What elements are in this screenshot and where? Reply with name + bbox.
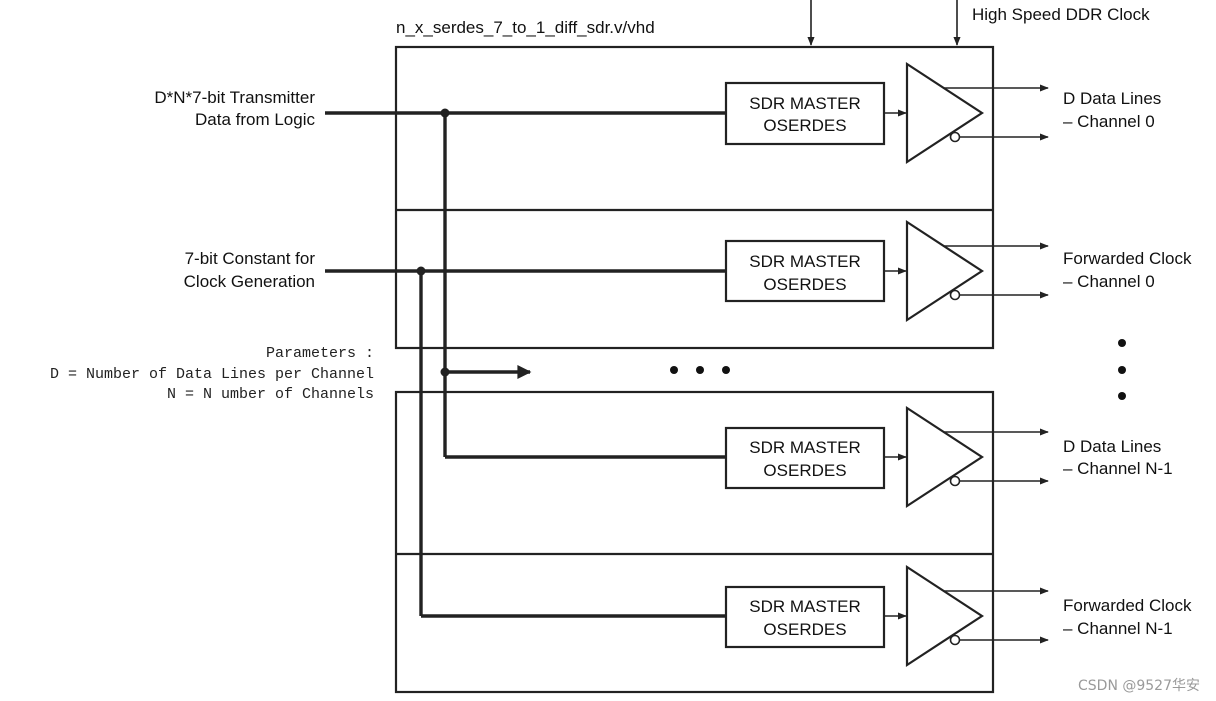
clock-input-label: High Speed DDR Clock <box>972 5 1150 24</box>
oserdes-block-clock-chn: SDR MASTER OSERDES Forwarded Clock – Cha… <box>724 564 1192 668</box>
oserdes-block-clock-ch0: SDR MASTER OSERDES Forwarded Clock – Cha… <box>724 219 1192 323</box>
parameters-heading: Parameters : <box>266 345 374 362</box>
oserdes-label-2: OSERDES <box>763 461 846 480</box>
output-label-1: D Data Lines <box>1063 89 1161 108</box>
vertical-ellipsis <box>1118 339 1126 400</box>
const-input-label-1: 7-bit Constant for <box>185 249 316 268</box>
parameter-d: D = Number of Data Lines per Channel <box>50 366 374 383</box>
watermark: CSDN @9527华安 <box>1078 678 1200 694</box>
oserdes-box <box>724 81 886 146</box>
parameter-n: N = N umber of Channels <box>167 386 374 403</box>
oserdes-box <box>724 426 886 490</box>
oserdes-label-1: SDR MASTER <box>749 252 860 271</box>
output-label-1: D Data Lines <box>1063 437 1161 456</box>
oserdes-label-1: SDR MASTER <box>749 94 860 113</box>
oserdes-label-2: OSERDES <box>763 116 846 135</box>
oserdes-label-1: SDR MASTER <box>749 597 860 616</box>
output-label-2: – Channel N-1 <box>1063 619 1173 638</box>
module-box-top <box>394 45 995 350</box>
const-input-label-2: Clock Generation <box>184 272 315 291</box>
junction-dot-data <box>440 108 450 118</box>
oserdes-block-data-ch0: SDR MASTER OSERDES D Data Lines – Channe… <box>724 61 1161 165</box>
output-label-2: – Channel N-1 <box>1063 459 1173 478</box>
junction-dot-const <box>416 266 426 276</box>
module-title: n_x_serdes_7_to_1_diff_sdr.v/vhd <box>396 18 655 37</box>
output-label-2: – Channel 0 <box>1063 272 1155 291</box>
oserdes-label-2: OSERDES <box>763 620 846 639</box>
junction-dot-data-2 <box>440 367 450 377</box>
module-box-bottom <box>394 390 995 694</box>
horizontal-ellipsis <box>670 366 730 374</box>
oserdes-block-data-chn: SDR MASTER OSERDES D Data Lines – Channe… <box>724 405 1173 509</box>
oserdes-label-1: SDR MASTER <box>749 438 860 457</box>
oserdes-label-2: OSERDES <box>763 275 846 294</box>
output-label-2: – Channel 0 <box>1063 112 1155 131</box>
data-input-label-2: Data from Logic <box>195 110 315 129</box>
data-input-label-1: D*N*7-bit Transmitter <box>154 88 315 107</box>
output-label-1: Forwarded Clock <box>1063 596 1192 615</box>
output-label-1: Forwarded Clock <box>1063 249 1192 268</box>
oserdes-box <box>724 585 886 649</box>
